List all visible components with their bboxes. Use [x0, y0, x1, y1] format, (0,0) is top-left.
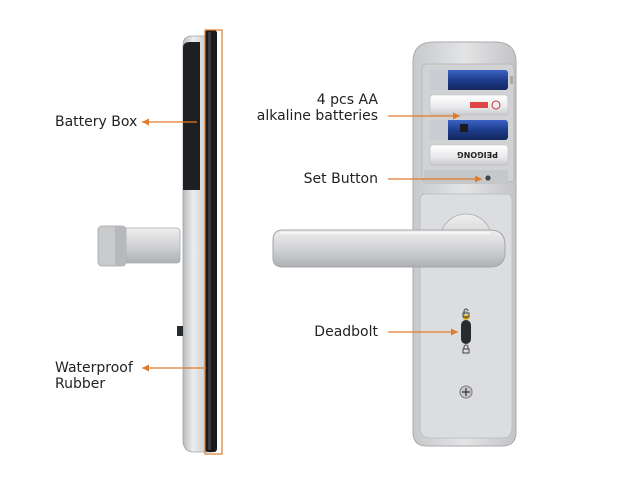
lever — [272, 229, 506, 268]
battery-box-pointer — [142, 118, 197, 126]
battery-brand-text: PEIGONG — [457, 150, 498, 159]
batteries-label-line2: alkaline batteries — [256, 108, 378, 124]
battery-box-label: Battery Box — [55, 114, 138, 130]
batteries-pointer — [388, 112, 460, 120]
batteries-label-line1: 4 pcs AA — [316, 92, 378, 108]
svg-text:🔓: 🔓 — [461, 310, 471, 320]
deadbolt-pointer — [388, 328, 458, 336]
lever-handle — [272, 213, 506, 268]
set-button-label: Set Button — [303, 171, 378, 187]
rubber-highlight-box — [204, 29, 223, 455]
set-button-pointer — [388, 175, 482, 183]
waterproof-label-line1: Waterproof — [55, 360, 133, 376]
side-view-lock — [97, 29, 223, 455]
batteries — [429, 70, 513, 166]
battery-box-panel — [183, 42, 200, 190]
waterproof-label-line2: Rubber — [55, 376, 106, 392]
deadbolt-label: Deadbolt — [314, 324, 378, 340]
deadbolt-slot — [461, 320, 471, 344]
waterproof-pointer — [142, 364, 206, 372]
